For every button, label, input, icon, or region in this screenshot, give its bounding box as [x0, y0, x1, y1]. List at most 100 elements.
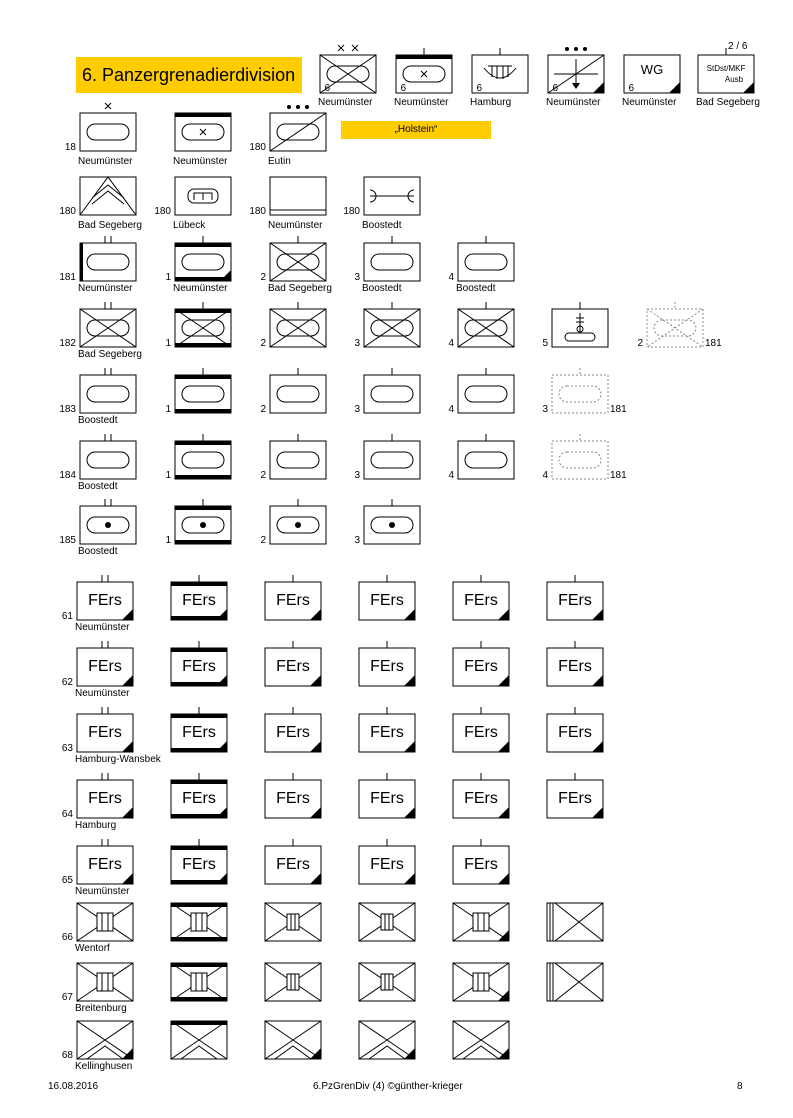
unit-location: Breitenburg	[75, 1003, 127, 1014]
smoke-circle	[576, 325, 584, 333]
size-dot	[305, 105, 309, 109]
unit-number: 3	[354, 338, 360, 349]
mp-chevron	[462, 1045, 500, 1060]
armor-oval	[86, 385, 130, 403]
corner-triangle	[498, 741, 509, 752]
unit-number: 182	[59, 338, 76, 349]
corner-triangle	[404, 807, 415, 818]
fers-label: FErs	[276, 856, 310, 873]
armor-oval	[370, 319, 414, 337]
corner-triangle	[498, 990, 509, 1001]
infantry-cross	[79, 308, 137, 348]
unit-location: Neumünster	[546, 97, 601, 108]
armor-oval	[370, 516, 414, 534]
corner-triangle	[310, 741, 321, 752]
infantry-cross	[457, 308, 515, 348]
unit-frame	[76, 713, 134, 753]
division-nickname: „Holstein“	[341, 121, 491, 139]
unit-location: Boostedt	[362, 220, 402, 231]
armor-oval	[370, 385, 414, 403]
inner-box	[96, 912, 114, 932]
cross-line	[76, 1020, 134, 1060]
unit-number: 1	[165, 338, 171, 349]
unit-number: 62	[61, 677, 73, 688]
fers-label: FErs	[276, 592, 310, 609]
unit-location: Lübeck	[173, 220, 206, 231]
mp-chevron	[86, 1045, 124, 1060]
corner-triangle	[592, 807, 603, 818]
corner-triangle	[404, 873, 415, 884]
wg-label: WG	[640, 62, 664, 77]
command-bar-top	[171, 846, 227, 850]
corner-triangle	[669, 82, 680, 93]
corner-triangle	[310, 807, 321, 818]
infantry-cross	[363, 308, 421, 348]
unit-frame	[76, 779, 134, 819]
armor-oval	[276, 516, 320, 534]
unit-number: 6	[400, 83, 406, 94]
unit-location: Neumünster	[173, 156, 228, 167]
armor-oval	[326, 65, 370, 83]
unit-number: 4	[448, 272, 454, 283]
fers-label: FErs	[88, 856, 122, 873]
armor-oval	[181, 451, 225, 469]
unit-location: Boostedt	[362, 283, 402, 294]
unit-number: 6	[552, 83, 558, 94]
corner-triangle	[216, 741, 227, 752]
unit-number: 2	[260, 338, 266, 349]
unit-number: 66	[61, 932, 73, 943]
corner-triangle	[220, 270, 231, 281]
corner-triangle	[498, 1048, 509, 1059]
unit-location: Neumünster	[78, 283, 133, 294]
footer-center: 6.PzGrenDiv (4) ©günther-krieger	[313, 1081, 463, 1092]
command-bar-top	[171, 1021, 227, 1025]
footer-date: 16.08.2016	[48, 1081, 99, 1092]
artillery-dot	[200, 522, 206, 528]
corner-triangle	[310, 873, 321, 884]
unit-location: Kellinghusen	[75, 1061, 133, 1072]
unit-number: 1	[165, 404, 171, 415]
fers-label: FErs	[88, 592, 122, 609]
unit-location: Wentorf	[75, 943, 110, 954]
unit-frame	[363, 242, 421, 282]
armor-oval	[86, 451, 130, 469]
size-x	[337, 44, 345, 52]
unit-frame	[76, 1020, 134, 1060]
unit-number: 2	[260, 470, 266, 481]
unit-number: 18	[64, 142, 76, 153]
command-bar-bottom	[171, 748, 227, 752]
unit-number: 67	[61, 992, 73, 1003]
size-dot	[296, 105, 300, 109]
armor-oval	[402, 65, 446, 83]
unit-location: Hamburg	[75, 820, 117, 831]
command-bar-top	[175, 375, 231, 379]
unit-frame	[79, 374, 137, 414]
unit-number: 4	[542, 470, 548, 481]
unit-frame	[363, 176, 421, 216]
armor-oval	[653, 319, 697, 337]
x-mark	[420, 70, 428, 78]
corner-triangle	[122, 609, 133, 620]
unit-frame	[452, 962, 510, 1002]
unit-frame	[697, 54, 755, 94]
unit-number: 3	[542, 404, 548, 415]
corner-triangle	[216, 609, 227, 620]
unit-number: 5	[542, 338, 548, 349]
command-bar-top	[171, 963, 227, 967]
unit-location: Neumünster	[318, 97, 373, 108]
command-bar-top	[171, 780, 227, 784]
mp-chevron	[180, 1045, 218, 1060]
unit-frame	[363, 374, 421, 414]
unit-frame	[174, 440, 232, 480]
artillery-dot	[105, 522, 111, 528]
fers-label: FErs	[88, 658, 122, 675]
unit-location: Neumünster	[75, 622, 130, 633]
smoke-oval	[564, 332, 596, 342]
corner-triangle	[404, 675, 415, 686]
command-bar-top	[175, 506, 231, 510]
fers-label: FErs	[370, 724, 404, 741]
fers-label: FErs	[276, 724, 310, 741]
mp-chevron	[274, 1045, 312, 1060]
unit-frame	[269, 374, 327, 414]
unit-number: 68	[61, 1050, 73, 1061]
